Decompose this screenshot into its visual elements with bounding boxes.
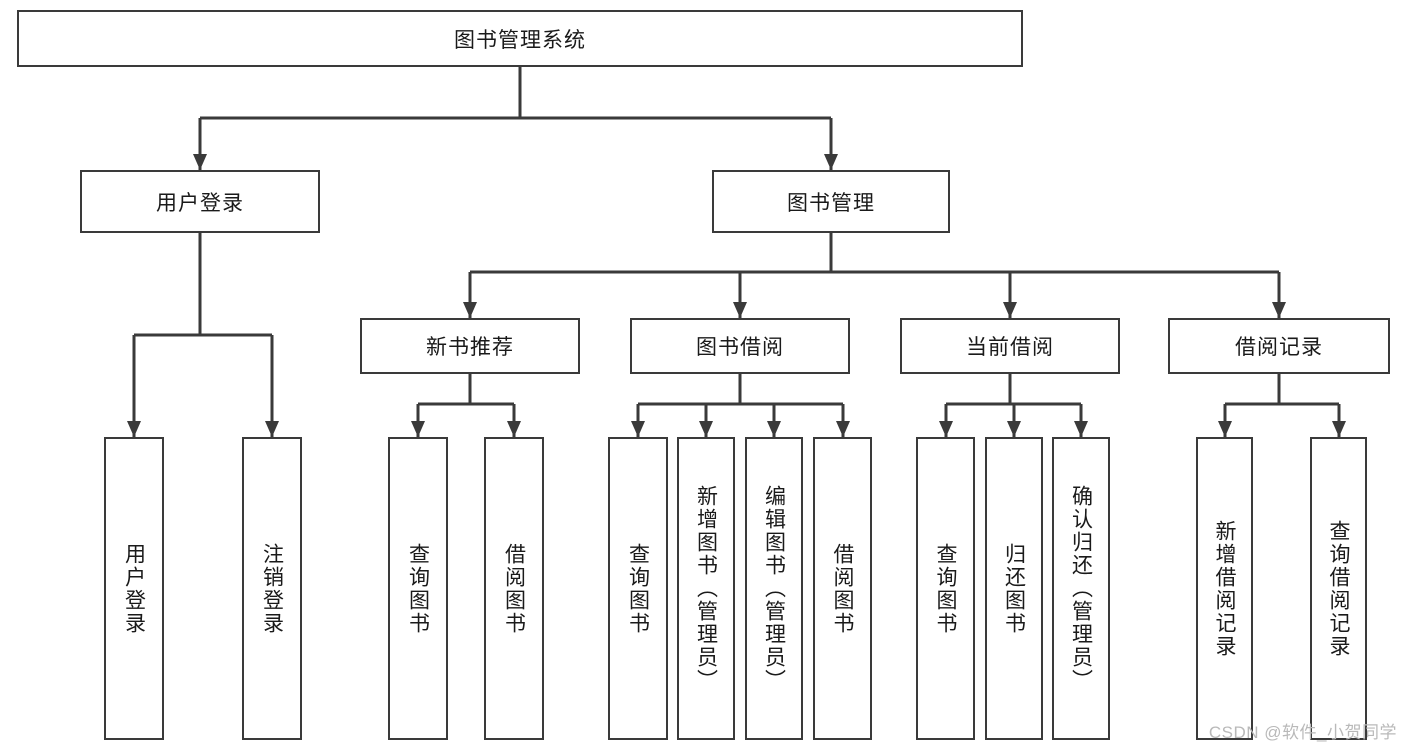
node-l3-new-borrow[interactable]: 借阅图书 bbox=[484, 437, 544, 740]
node-l3-br-add[interactable]: 新增图书（管理员） bbox=[677, 437, 735, 740]
node-label: 当前借阅 bbox=[966, 336, 1054, 359]
node-label: 图书借阅 bbox=[696, 336, 784, 359]
node-l1-book[interactable]: 图书管理 bbox=[712, 170, 950, 233]
watermark: CSDN @软件_小贺同学 bbox=[1208, 723, 1397, 742]
node-l2-current[interactable]: 当前借阅 bbox=[900, 318, 1120, 374]
node-label: 查询图书 bbox=[934, 542, 957, 635]
node-label: 借阅记录 bbox=[1235, 336, 1323, 359]
node-l3-br-edit[interactable]: 编辑图书（管理员） bbox=[745, 437, 803, 740]
node-l2-borrow[interactable]: 图书借阅 bbox=[630, 318, 850, 374]
node-l2-record[interactable]: 借阅记录 bbox=[1168, 318, 1390, 374]
node-l3-new-query[interactable]: 查询图书 bbox=[388, 437, 448, 740]
node-label: 用户登录 bbox=[122, 542, 146, 635]
node-l3-cur-confirm[interactable]: 确认归还（管理员） bbox=[1052, 437, 1110, 740]
node-l2-new[interactable]: 新书推荐 bbox=[360, 318, 580, 374]
node-label: 确认归还（管理员） bbox=[1069, 485, 1093, 692]
node-label: 图书管理 bbox=[787, 191, 875, 215]
node-label: 查询图书 bbox=[626, 542, 650, 635]
node-l3-rec-add[interactable]: 新增借阅记录 bbox=[1196, 437, 1253, 740]
node-l3-cur-return[interactable]: 归还图书 bbox=[985, 437, 1043, 740]
node-l3-cur-query[interactable]: 查询图书 bbox=[916, 437, 975, 740]
node-label: 图书管理系统 bbox=[454, 28, 586, 52]
node-label: 新增借阅记录 bbox=[1213, 519, 1236, 658]
node-l3-br-query[interactable]: 查询图书 bbox=[608, 437, 668, 740]
node-label: 注销登录 bbox=[260, 542, 284, 635]
node-label: 新增图书（管理员） bbox=[694, 485, 718, 692]
node-label: 借阅图书 bbox=[831, 542, 854, 635]
node-l3-user-login[interactable]: 用户登录 bbox=[104, 437, 164, 740]
node-l3-user-logout[interactable]: 注销登录 bbox=[242, 437, 302, 740]
node-label: 查询图书 bbox=[406, 542, 430, 635]
node-label: 查询借阅记录 bbox=[1327, 519, 1350, 658]
node-label: 借阅图书 bbox=[502, 542, 526, 635]
node-label: 编辑图书（管理员） bbox=[762, 485, 786, 692]
node-label: 用户登录 bbox=[156, 191, 244, 215]
node-l1-user[interactable]: 用户登录 bbox=[80, 170, 320, 233]
node-l3-rec-query[interactable]: 查询借阅记录 bbox=[1310, 437, 1367, 740]
node-l3-br-borrow[interactable]: 借阅图书 bbox=[813, 437, 872, 740]
node-root[interactable]: 图书管理系统 bbox=[17, 10, 1023, 67]
node-label: 归还图书 bbox=[1002, 542, 1026, 635]
node-label: 新书推荐 bbox=[426, 336, 514, 359]
